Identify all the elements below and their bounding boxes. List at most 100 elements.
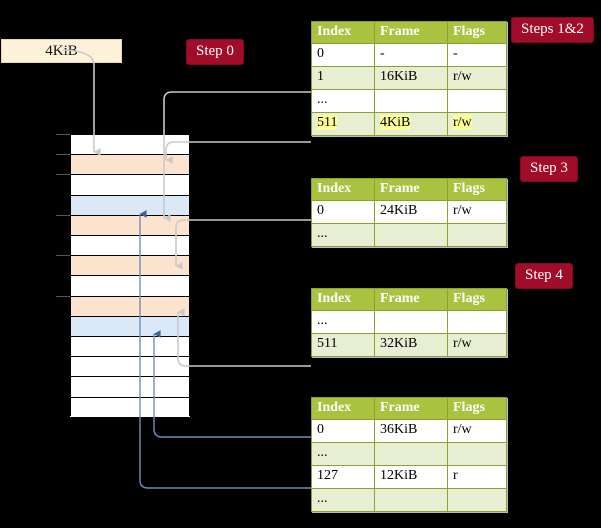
memory-frame — [70, 275, 190, 298]
column-header-frame: Frame — [374, 21, 448, 44]
badge-steps-1-2: Steps 1&2 — [512, 18, 593, 42]
column-header-index: Index — [311, 397, 375, 420]
memory-frame — [70, 214, 190, 237]
table-row: 0-- — [311, 43, 507, 67]
cell-frame — [374, 223, 448, 247]
column-header-frame: Frame — [374, 397, 448, 420]
cell-flags: r — [447, 465, 507, 489]
cell-index: 0 — [311, 43, 375, 67]
cell-frame: - — [374, 43, 448, 67]
cell-flags: r/w — [447, 419, 507, 443]
memory-frame — [70, 174, 190, 197]
cell-frame — [374, 488, 448, 512]
cell-frame — [374, 89, 448, 113]
cell-index: ... — [311, 89, 375, 113]
cell-flags: r/w — [447, 200, 507, 224]
page-box-4kib: 4KiB — [1, 39, 122, 63]
highlighted-value: 4KiB — [380, 115, 411, 130]
frame-tick — [56, 134, 70, 135]
memory-frame — [70, 315, 190, 338]
cell-frame: 36KiB — [374, 419, 448, 443]
frame-tick — [56, 154, 70, 156]
cell-index: ... — [311, 310, 375, 334]
cell-flags — [447, 442, 507, 466]
memory-frame — [70, 295, 190, 318]
badge-step-3: Step 3 — [521, 157, 577, 181]
cell-frame — [374, 442, 448, 466]
cell-flags: r/w — [447, 112, 507, 136]
cell-index: 1 — [311, 66, 375, 90]
column-header-index: Index — [311, 178, 375, 201]
memory-frame — [70, 154, 190, 176]
cell-index: 511 — [311, 112, 375, 136]
cell-frame: 12KiB — [374, 465, 448, 489]
table-row: 511 4KiB r/w — [311, 112, 507, 136]
memory-frame — [70, 235, 190, 257]
cell-flags — [447, 310, 507, 334]
memory-frame — [70, 356, 190, 378]
column-header-flags: Flags — [447, 288, 507, 311]
memory-frame — [70, 376, 190, 399]
cell-frame: 16KiB — [374, 66, 448, 90]
memory-frame — [70, 396, 190, 419]
column-header-index: Index — [311, 288, 375, 311]
cell-flags: - — [447, 43, 507, 67]
badge-step-4: Step 4 — [516, 264, 572, 288]
wire-step4 — [177, 308, 311, 367]
frame-tick — [56, 214, 70, 216]
cell-index: ... — [311, 223, 375, 247]
frame-tick — [56, 174, 70, 176]
cell-frame — [374, 310, 448, 334]
physical-memory-frames — [70, 134, 190, 419]
table-row: ... — [311, 223, 507, 247]
column-header-flags: Flags — [447, 397, 507, 420]
column-header-index: Index — [311, 21, 375, 44]
cell-index: ... — [311, 442, 375, 466]
cell-flags — [447, 223, 507, 247]
table-row: ... — [311, 310, 507, 334]
cell-flags — [447, 89, 507, 113]
memory-frame — [70, 194, 190, 217]
cell-frame: 4KiB — [374, 112, 448, 136]
badge-step-0: Step 0 — [187, 40, 243, 64]
memory-frame — [70, 255, 190, 277]
frame-tick — [56, 255, 70, 257]
memory-frame — [70, 134, 190, 156]
cell-index: ... — [311, 488, 375, 512]
cell-index: 127 — [311, 465, 375, 489]
column-header-frame: Frame — [374, 178, 448, 201]
highlighted-value: r/w — [453, 115, 472, 130]
highlighted-value: 511 — [317, 115, 338, 130]
cell-index: 511 — [311, 333, 375, 357]
cell-frame: 24KiB — [374, 200, 448, 224]
cell-frame: 32KiB — [374, 333, 448, 357]
cell-index: 0 — [311, 419, 375, 443]
wire-step3 — [175, 219, 311, 270]
column-header-frame: Frame — [374, 288, 448, 311]
table-row: ... — [311, 442, 507, 466]
column-header-flags: Flags — [447, 178, 507, 201]
page-box-label: 4KiB — [45, 43, 78, 59]
cell-index: 0 — [311, 200, 375, 224]
column-header-flags: Flags — [447, 21, 507, 44]
memory-frame — [70, 336, 190, 358]
frame-tick — [56, 295, 70, 297]
cell-flags: r/w — [447, 66, 507, 90]
table-row: ... — [311, 488, 507, 512]
